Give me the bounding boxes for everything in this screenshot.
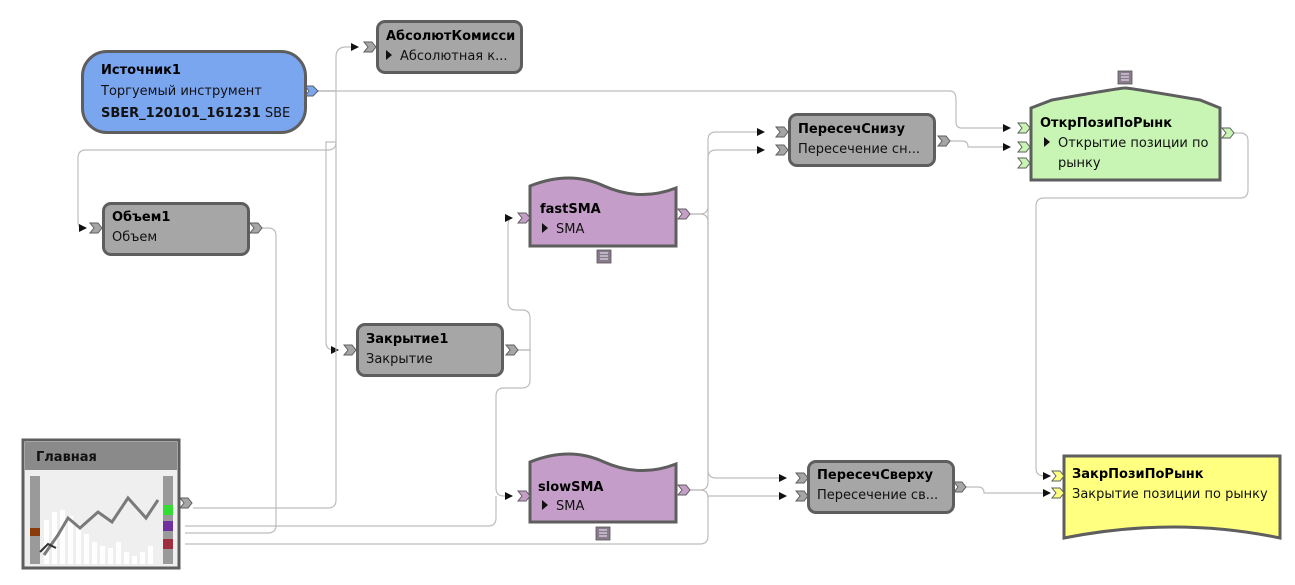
commission-title: АбсолютКомисси bbox=[386, 29, 516, 44]
open-position-doc-icon bbox=[1117, 70, 1133, 85]
source-node[interactable] bbox=[81, 50, 307, 134]
edge-slow-crossabove bbox=[688, 489, 787, 500]
cross-below-sub: Пересечение сн... bbox=[798, 142, 920, 157]
edge-main-slow bbox=[185, 496, 497, 527]
source-title: Источник1 bbox=[101, 63, 181, 78]
expand-icon[interactable] bbox=[542, 500, 548, 510]
commission-in-port bbox=[362, 41, 377, 53]
edge-source-commission bbox=[318, 43, 359, 92]
close-position-shape[interactable] bbox=[1062, 454, 1282, 540]
doc-icons[interactable] bbox=[595, 70, 1133, 541]
main-chart-panel[interactable] bbox=[21, 438, 181, 570]
cross-above-sub: Пересечение св... bbox=[817, 488, 939, 503]
close-position-sub: Закрытие позиции по рынку bbox=[1072, 487, 1268, 502]
source-line1: Торгуемый инструмент bbox=[101, 84, 262, 99]
cross-above-node[interactable] bbox=[807, 460, 955, 514]
close-in-port bbox=[342, 344, 357, 356]
slow-in-port bbox=[516, 490, 531, 502]
open-in3-port bbox=[1016, 157, 1031, 169]
expand-icon[interactable] bbox=[386, 50, 392, 60]
fast-sma-doc-icon bbox=[596, 249, 612, 264]
expand-icon[interactable] bbox=[1044, 137, 1050, 147]
slow-sma-title: slowSMA bbox=[538, 480, 604, 495]
chart-thumbnail-icon bbox=[30, 476, 173, 564]
edge-source-close bbox=[325, 141, 339, 354]
open-in1-port bbox=[1016, 122, 1031, 134]
cross-above-title: ПересечСверху bbox=[817, 468, 934, 483]
closepos-in2-port bbox=[1050, 487, 1065, 499]
edge-source-volume bbox=[77, 90, 337, 232]
source-line2: SBER_120101_161231 SBEI bbox=[101, 106, 291, 121]
volume-node[interactable] bbox=[102, 202, 250, 256]
edge-source-main bbox=[193, 142, 337, 509]
fast-sma-shape[interactable] bbox=[528, 176, 678, 248]
edge-crossbelow-open bbox=[950, 140, 1011, 151]
fast-sma-sub: SMA bbox=[542, 222, 584, 237]
commission-sub: Абсолютная к... bbox=[386, 49, 508, 64]
cross-below-title: ПересечСнизу bbox=[798, 122, 905, 137]
crossbelow-out-port bbox=[936, 135, 951, 147]
close-position-title: ЗакрПозиПоРынк bbox=[1072, 467, 1204, 482]
volume-in-port bbox=[88, 222, 103, 234]
open-position-title: ОткрПозиПоРынк bbox=[1040, 116, 1173, 131]
volume-out-port bbox=[248, 222, 263, 234]
ports[interactable] bbox=[88, 41, 1235, 509]
edge-volume-main bbox=[185, 227, 277, 534]
open-in2-port bbox=[1016, 141, 1031, 153]
close-out-port bbox=[504, 344, 519, 356]
edge-open-closepos bbox=[1035, 132, 1249, 480]
close-title: Закрытие1 bbox=[366, 332, 449, 347]
edge-crossabove-closepos bbox=[966, 486, 1051, 497]
crossabove-in1-port bbox=[794, 472, 809, 484]
closepos-in1-port bbox=[1050, 470, 1065, 482]
cross-below-node[interactable] bbox=[788, 113, 936, 167]
close-sub: Закрытие bbox=[366, 352, 433, 367]
fast-out-port bbox=[676, 208, 691, 220]
edge-close-slow bbox=[495, 349, 531, 500]
edge-main-lower bbox=[185, 496, 709, 545]
slow-out-port bbox=[676, 484, 691, 496]
open-position-shape[interactable] bbox=[1029, 86, 1222, 182]
main-out-port bbox=[178, 497, 193, 509]
edge-fast-crossabove bbox=[688, 213, 787, 482]
main-chart-title: Главная bbox=[36, 450, 97, 465]
slow-sma-doc-icon bbox=[595, 526, 611, 541]
edge-close-fast bbox=[504, 214, 531, 351]
crossbelow-in1-port bbox=[774, 126, 789, 138]
close-node[interactable] bbox=[356, 323, 504, 377]
connections bbox=[77, 43, 1249, 545]
crossabove-out-port bbox=[952, 481, 967, 493]
edge-slow-crossbelow bbox=[688, 146, 765, 491]
slow-sma-sub: SMA bbox=[542, 499, 584, 514]
open-position-sub1: Открытие позиции по bbox=[1044, 136, 1208, 151]
edge-source-open bbox=[318, 90, 1011, 132]
expand-icon[interactable] bbox=[542, 223, 548, 233]
volume-title: Объем1 bbox=[112, 210, 171, 225]
fast-sma-title: fastSMA bbox=[540, 202, 601, 217]
open-position-sub2: рынку bbox=[1058, 156, 1101, 171]
slow-sma-shape[interactable] bbox=[528, 452, 678, 524]
crossabove-in2-port bbox=[794, 490, 809, 502]
source-exchange: SBEI bbox=[260, 106, 291, 121]
source-out-port bbox=[303, 85, 319, 97]
crossbelow-in2-port bbox=[774, 144, 789, 156]
commission-node[interactable] bbox=[376, 20, 523, 74]
edge-fast-crossbelow bbox=[688, 128, 765, 215]
open-out-port bbox=[1220, 127, 1235, 139]
fast-in-port bbox=[516, 212, 531, 224]
source-instrument: SBER_120101_161231 bbox=[101, 106, 261, 121]
volume-sub: Объем bbox=[112, 230, 158, 245]
